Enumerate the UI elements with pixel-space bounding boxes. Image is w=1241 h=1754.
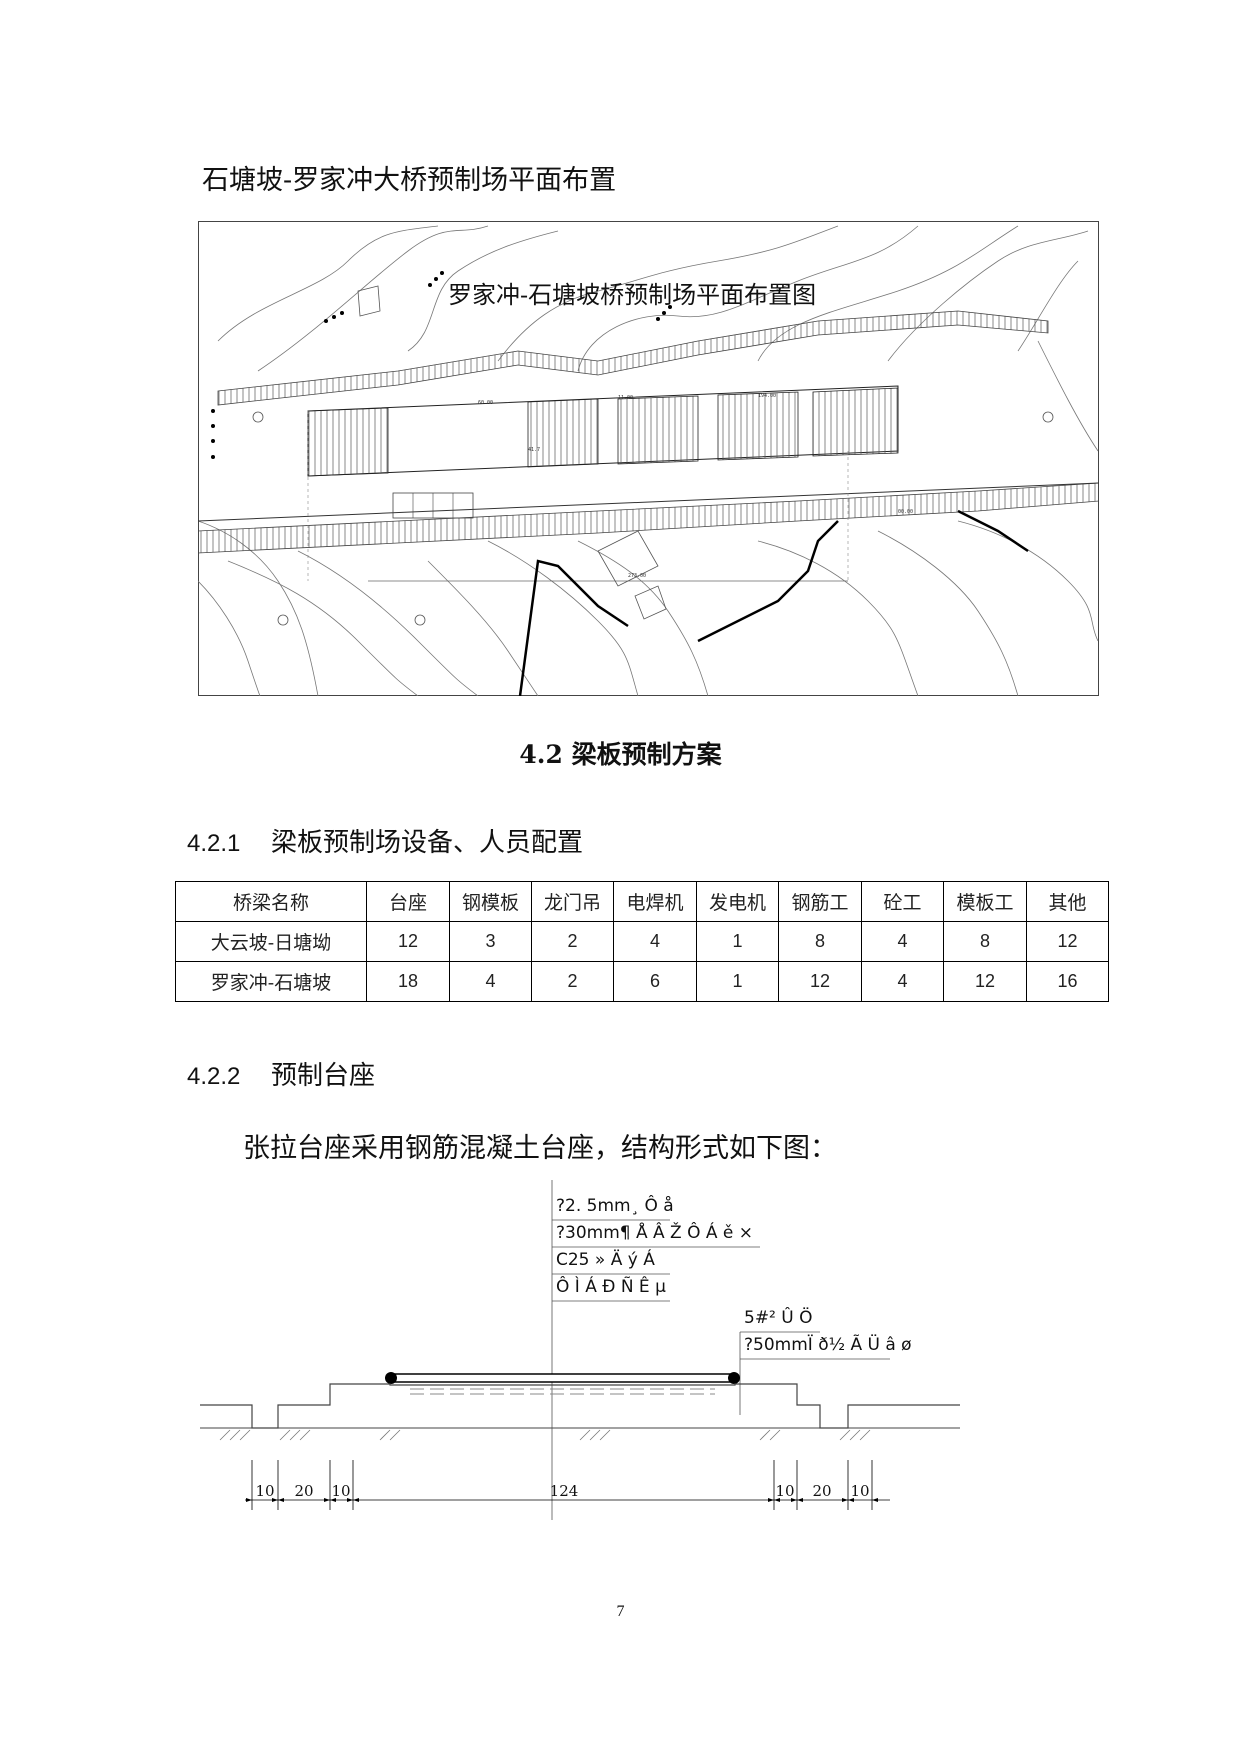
plan-caption: 石塘坡-罗家冲大桥预制场平面布置 xyxy=(202,165,617,196)
table-header-cell: 砼工 xyxy=(861,881,944,922)
table-header-cell: 模板工 xyxy=(943,881,1027,922)
equipment-staff-table: 桥梁名称 台座 钢模板 龙门吊 电焊机 发电机 钢筋工 砼工 模板工 其他 大云… xyxy=(175,881,1109,1002)
callout-label-1: ?2. 5mm¸ Ô å xyxy=(556,1194,674,1216)
dim-value: 124 xyxy=(550,1482,579,1500)
table-cell: 4 xyxy=(861,921,944,962)
table-cell: 12 xyxy=(943,961,1027,1002)
table-header-cell: 龙门吊 xyxy=(531,881,614,922)
subsection-heading-421: 4.2.1 梁板预制场设备、人员配置 xyxy=(187,822,583,859)
table-header-cell: 其他 xyxy=(1026,881,1109,922)
dim-value: 20 xyxy=(812,1482,831,1500)
dim-value: 10 xyxy=(255,1482,274,1500)
callout-label-4: Ô Ì Á Ð Ñ Ê µ xyxy=(556,1275,666,1297)
table-cell: 12 xyxy=(366,921,450,962)
page-number: 7 xyxy=(616,1603,625,1620)
pedestal-detail-figure: ?2. 5mm¸ Ô å ?30mm¶ Å Â Ž Ô Á ě × C25 » … xyxy=(200,1180,960,1520)
table-header-cell: 发电机 xyxy=(696,881,779,922)
table-cell: 18 xyxy=(366,961,450,1002)
table-header-cell: 钢模板 xyxy=(449,881,532,922)
ground-hatch xyxy=(219,1429,871,1441)
survey-points xyxy=(211,271,672,459)
table-cell: 1 xyxy=(696,921,779,962)
dim-value: 10 xyxy=(850,1482,869,1500)
table-cell: 12 xyxy=(1026,921,1109,962)
site-plan-figure: 60.00 11.00 194.00 41.7 00.00 273.00 罗家冲… xyxy=(198,221,1099,696)
dim-value: 10 xyxy=(775,1482,794,1500)
road-lines xyxy=(518,509,1029,696)
table-header-cell: 钢筋工 xyxy=(778,881,862,922)
plan-dim-4: 41.7 xyxy=(528,447,540,453)
plan-dimensions: 60.00 11.00 194.00 41.7 00.00 273.00 xyxy=(478,393,913,579)
table-cell: 6 xyxy=(613,961,697,1002)
table-cell-bridge-name: 大云坡-日塘坳 xyxy=(175,921,367,962)
subsection-title: 梁板预制场设备、人员配置 xyxy=(271,828,584,858)
table-cell: 8 xyxy=(943,921,1027,962)
section-title: 4.2 梁板预制方案 xyxy=(519,740,722,769)
subsection-title: 预制台座 xyxy=(271,1061,376,1091)
dim-value: 10 xyxy=(331,1482,350,1500)
table-cell: 3 xyxy=(449,921,532,962)
table-row: 大云坡-日塘坳 12 3 2 4 1 8 4 8 12 xyxy=(175,921,1109,962)
table-cell: 2 xyxy=(531,961,614,1002)
subsection-number: 4.2.2 xyxy=(187,1063,241,1090)
upper-embankment xyxy=(217,310,1049,406)
callout-label-6: ?50mmÏ ð½ Ã Ü â ø xyxy=(744,1333,912,1355)
table-header-cell: 桥梁名称 xyxy=(175,881,367,922)
table-cell: 4 xyxy=(613,921,697,962)
detail-callouts: ?2. 5mm¸ Ô å ?30mm¶ Å Â Ž Ô Á ě × C25 » … xyxy=(556,1194,912,1355)
table-header-cell: 电焊机 xyxy=(613,881,697,922)
table-cell-bridge-name: 罗家冲-石塘坡 xyxy=(175,961,367,1002)
plan-dim-5: 00.00 xyxy=(898,509,913,515)
table-header-row: 桥梁名称 台座 钢模板 龙门吊 电焊机 发电机 钢筋工 砼工 模板工 其他 xyxy=(175,881,1109,922)
pedestal-outline xyxy=(200,1383,960,1429)
dimension-arrows xyxy=(246,1498,878,1502)
dimension-values: 10 20 10 124 10 20 10 xyxy=(255,1482,869,1500)
table-cell: 1 xyxy=(696,961,779,1002)
contour-lines xyxy=(198,225,1099,696)
subsection-number: 4.2.1 xyxy=(187,830,241,857)
pedestal-top xyxy=(385,1372,740,1395)
callout-label-5: 5#² Û Ö xyxy=(744,1306,813,1328)
table-cell: 16 xyxy=(1026,961,1109,1002)
callout-label-2: ?30mm¶ Å Â Ž Ô Á ě × xyxy=(556,1221,753,1243)
body-paragraph: 张拉台座采用钢筋混凝土台座，结构形式如下图： xyxy=(243,1133,837,1164)
precast-yard xyxy=(307,385,899,582)
plan-inner-title: 罗家冲-石塘坡桥预制场平面布置图 xyxy=(448,281,816,309)
table-row: 罗家冲-石塘坡 18 4 2 6 1 12 4 12 16 xyxy=(175,961,1109,1002)
callout-label-3: C25 » Ä ý Á xyxy=(556,1248,655,1270)
plan-dim-6: 273.00 xyxy=(628,573,646,579)
table-header-cell: 台座 xyxy=(366,881,450,922)
table-cell: 4 xyxy=(861,961,944,1002)
dim-value: 20 xyxy=(294,1482,313,1500)
plan-dim-3: 194.00 xyxy=(758,393,776,399)
plan-dim-1: 60.00 xyxy=(478,400,493,406)
lower-embankment xyxy=(198,482,1099,554)
plan-dim-2: 11.00 xyxy=(618,395,633,401)
subsection-heading-422: 4.2.2 预制台座 xyxy=(187,1055,375,1092)
table-cell: 8 xyxy=(778,921,862,962)
table-cell: 4 xyxy=(449,961,532,1002)
table-cell: 12 xyxy=(778,961,862,1002)
table-cell: 2 xyxy=(531,921,614,962)
